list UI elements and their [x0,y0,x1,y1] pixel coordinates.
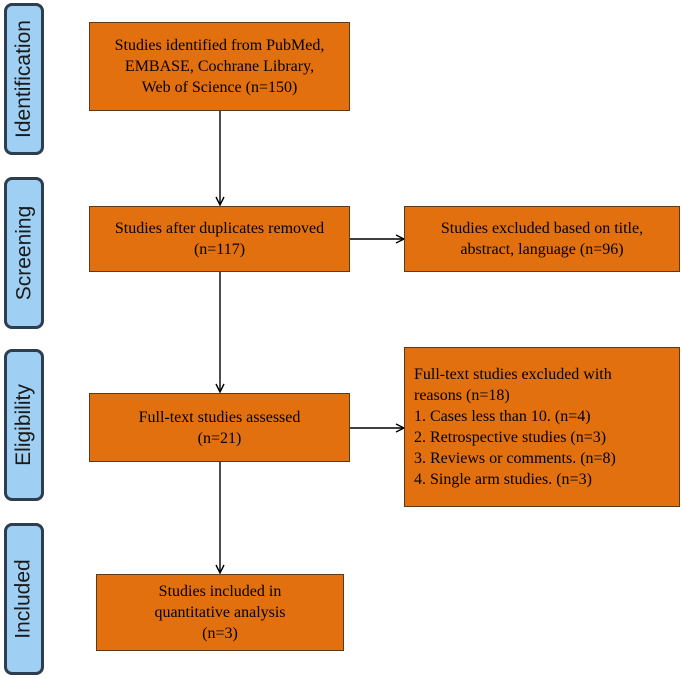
box-identified-line-1: Studies identified from PubMed, [114,37,325,54]
box-fulltext-excluded: Full-text studies excluded with reasons … [404,347,680,507]
box-excluded-title-line-1: Studies excluded based on title, [440,220,644,237]
stage-included: Included [4,523,44,675]
box-included: Studies included in quantitative analysi… [96,574,344,651]
box-excluded-title-line-2: abstract, language (n=96) [460,241,624,258]
stage-identification: Identification [4,3,44,155]
box-fulltext-excluded-line-4: 2. Retrospective studies (n=3) [414,429,607,446]
box-fulltext-excluded-line-6: 4. Single arm studies. (n=3) [414,471,592,488]
box-fulltext-excluded-line-1: Full-text studies excluded with [414,366,612,383]
box-identified-line-3: Web of Science (n=150) [141,79,298,96]
box-identified: Studies identified from PubMed, EMBASE, … [89,22,350,111]
box-fulltext-assessed: Full-text studies assessed (n=21) [89,393,350,462]
box-fulltext-excluded-line-2: reasons (n=18) [414,387,510,404]
box-after-duplicates-line-2: (n=117) [193,241,246,258]
box-included-line-3: (n=3) [202,625,238,642]
box-after-duplicates-line-1: Studies after duplicates removed [114,220,325,237]
box-fulltext-assessed-line-2: (n=21) [197,429,242,447]
box-fulltext-excluded-line-3: 1. Cases less than 10. (n=4) [414,408,591,425]
box-excluded-title: Studies excluded based on title, abstrac… [404,206,680,272]
stage-eligibility: Eligibility [4,349,44,501]
box-included-line-1: Studies included in [158,583,282,600]
box-fulltext-excluded-line-5: 3. Reviews or comments. (n=8) [414,450,616,467]
box-after-duplicates: Studies after duplicates removed (n=117) [89,206,350,272]
box-fulltext-assessed-line-1: Full-text studies assessed [138,408,301,426]
box-identified-line-2: EMBASE, Cochrane Library, [124,58,315,75]
stage-screening: Screening [4,177,44,329]
box-included-line-2: quantitative analysis [154,604,286,621]
